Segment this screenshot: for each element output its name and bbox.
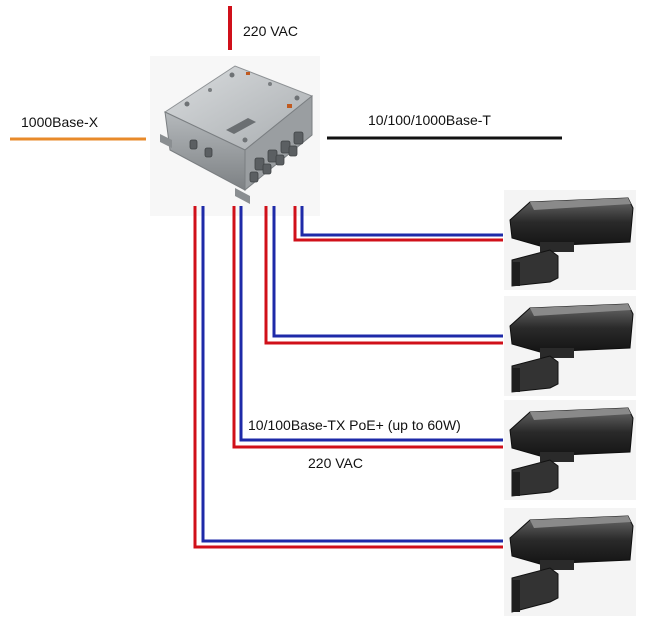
power-cable-camera-1	[293, 206, 503, 242]
power-cable-camera-4	[193, 206, 503, 549]
poe-ports-label: 10/100Base-TX PoE+ (up to 60W)	[248, 417, 461, 433]
camera-icon	[504, 508, 636, 616]
camera-icon	[504, 190, 636, 290]
fiber-uplink-label: 1000Base-X	[21, 114, 99, 130]
switch-enclosure	[150, 56, 320, 216]
power-cable-camera-2	[264, 206, 503, 345]
data-cable-camera-1	[300, 206, 503, 237]
data-cable-camera-4	[201, 206, 503, 543]
camera-icon	[504, 400, 636, 500]
power-top-label: 220 VAC	[243, 23, 298, 39]
power-cable-camera-3	[232, 206, 503, 449]
camera-icon	[504, 296, 636, 396]
copper-uplink-label: 10/100/1000Base-T	[368, 112, 491, 128]
power-bottom-label: 220 VAC	[308, 455, 363, 471]
data-cable-camera-3	[239, 206, 503, 442]
data-cable-camera-2	[272, 206, 503, 338]
